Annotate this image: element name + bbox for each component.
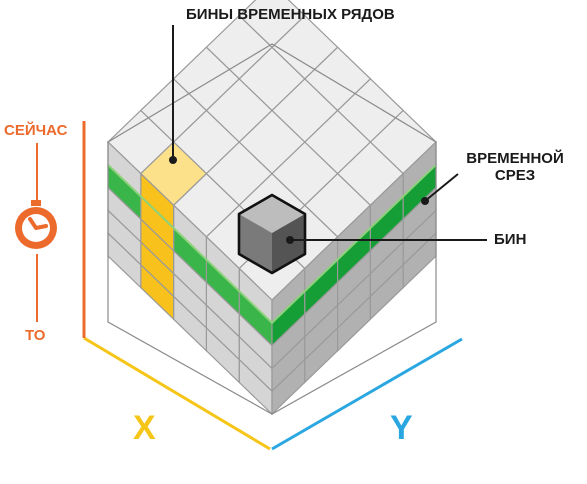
top-cell — [238, 0, 306, 49]
clock-crown — [31, 200, 41, 206]
label-time-slice-line1: ВРЕМЕННОЙ — [466, 150, 564, 167]
label-time-slice-line2: СРЕЗ — [494, 167, 536, 185]
callout-time-slice-dot — [421, 197, 429, 205]
label-bin: БИН — [494, 231, 527, 248]
label-series-bins: БИНЫ ВРЕМЕННЫХ РЯДОВ — [186, 6, 395, 23]
axis-x-label: X — [133, 409, 156, 447]
x-axis-line — [83, 336, 271, 451]
clock-hands — [28, 217, 48, 230]
callout-bin-dot — [286, 236, 294, 244]
cube-outline — [107, 43, 437, 415]
label-time-slice: ВРЕМЕННОЙ СРЕЗ — [448, 150, 582, 185]
cube — [107, 0, 437, 416]
clock-icon — [15, 200, 57, 249]
y-axis-line — [271, 337, 463, 451]
callouts — [169, 25, 487, 244]
callout-series-bins-dot — [169, 156, 177, 164]
label-now: СЕЙЧАС — [4, 122, 68, 139]
slice-rim — [107, 164, 437, 325]
axis-y-label: Y — [390, 409, 413, 447]
callout-time-slice — [424, 173, 459, 202]
bin-outline — [237, 193, 307, 275]
label-then: ТО — [25, 327, 46, 344]
axes — [15, 121, 463, 451]
